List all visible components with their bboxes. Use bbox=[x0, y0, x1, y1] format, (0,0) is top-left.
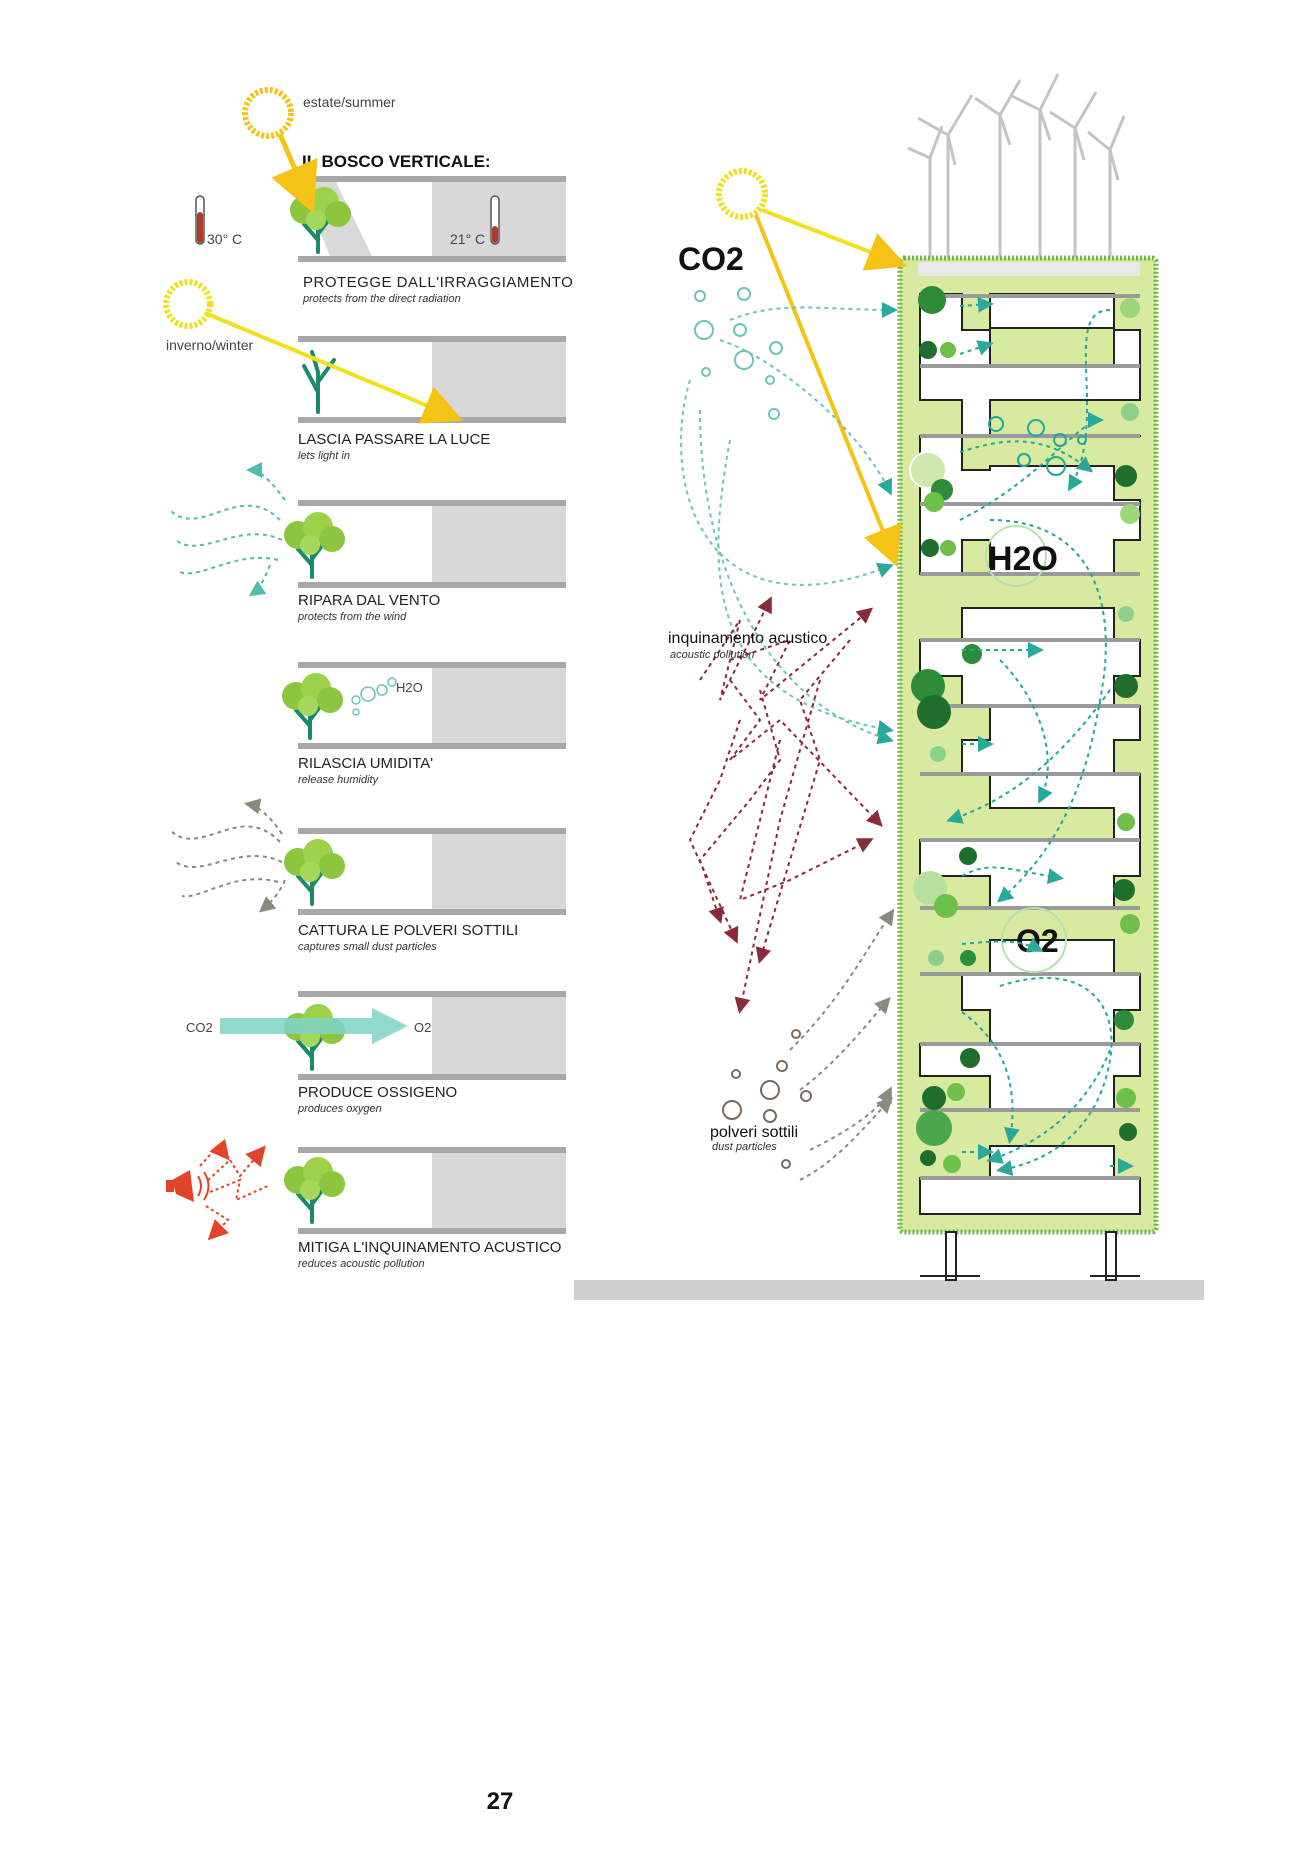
season-summer-label: estate/summer bbox=[303, 94, 396, 110]
benefit-title: MITIGA L'INQUINAMENTO ACUSTICO bbox=[298, 1239, 561, 1256]
section-6: CO2 O2 PRODUCE OSSIGENO produces oxygen bbox=[186, 991, 566, 1115]
sun-summer-icon bbox=[245, 90, 291, 136]
season-winter-label: inverno/winter bbox=[166, 337, 253, 353]
benefit-subtitle: lets light in bbox=[298, 450, 350, 462]
o2-small-label: O2 bbox=[414, 1020, 431, 1035]
benefit-title: PRODUCE OSSIGENO bbox=[298, 1084, 457, 1101]
benefit-title: RIPARA DAL VENTO bbox=[298, 592, 440, 609]
co2-small-label: CO2 bbox=[186, 1020, 213, 1035]
h2o-small-label: H2O bbox=[396, 680, 423, 695]
section-7: MITIGA L'INQUINAMENTO ACUSTICO reduces a… bbox=[166, 1146, 566, 1270]
megaphone-icon bbox=[166, 1170, 209, 1202]
section-5: CATTURA LE POLVERI SOTTILI captures smal… bbox=[170, 804, 566, 953]
section-2: LASCIA PASSARE LA LUCE lets light in bbox=[205, 313, 566, 462]
acoustic-sublabel: acoustic pollution bbox=[670, 649, 754, 661]
humidity-bubbles bbox=[352, 678, 396, 715]
acoustic-label: inquinamento acustico bbox=[668, 630, 827, 647]
page-number: 27 bbox=[0, 1788, 1000, 1816]
benefit-subtitle: reduces acoustic pollution bbox=[298, 1258, 425, 1270]
tower-h2o-label: H2O bbox=[988, 540, 1058, 578]
noise-flows bbox=[690, 600, 880, 1010]
noise-lines bbox=[200, 1146, 268, 1236]
tower-pilotis bbox=[920, 1232, 1140, 1280]
dust-lines bbox=[170, 804, 285, 910]
benefit-subtitle: captures small dust particles bbox=[298, 941, 437, 953]
tower-sun-icon bbox=[719, 171, 765, 217]
temp-outside-label: 30° C bbox=[207, 231, 242, 247]
wind-turbine-icon bbox=[908, 74, 1124, 258]
co2-flows bbox=[681, 308, 894, 741]
section-4: H2O RILASCIA UMIDITA' release humidity bbox=[282, 662, 566, 786]
tower-diagram: H2O O2 CO2 bbox=[574, 74, 1204, 1300]
ground bbox=[574, 1280, 1204, 1300]
benefit-title: RILASCIA UMIDITA' bbox=[298, 755, 433, 772]
dust-label: polveri sottili bbox=[710, 1124, 798, 1141]
benefit-subtitle: protects from the wind bbox=[297, 611, 407, 623]
diagram-title: IL BOSCO VERTICALE: bbox=[302, 152, 491, 171]
co2-bubbles bbox=[695, 288, 782, 419]
benefit-title: CATTURA LE POLVERI SOTTILI bbox=[298, 922, 518, 939]
tower-o2-label: O2 bbox=[1016, 923, 1059, 959]
benefit-subtitle: release humidity bbox=[298, 774, 380, 786]
wind-lines bbox=[170, 470, 285, 594]
temp-inside-label: 21° C bbox=[450, 231, 485, 247]
left-benefits-column: estate/summer IL BOSCO VERTICALE: 30° C … bbox=[166, 90, 573, 1270]
tower-co2-label: CO2 bbox=[678, 241, 744, 277]
benefit-subtitle: protects from the direct radiation bbox=[302, 293, 461, 305]
sun-winter-icon bbox=[166, 282, 210, 326]
benefit-subtitle: produces oxygen bbox=[297, 1103, 382, 1115]
benefit-title: PROTEGGE DALL'IRRAGGIAMENTO bbox=[303, 274, 573, 291]
section-3: RIPARA DAL VENTO protects from the wind bbox=[170, 470, 566, 623]
dust-flows bbox=[790, 912, 892, 1180]
benefit-title: LASCIA PASSARE LA LUCE bbox=[298, 431, 490, 448]
dust-sublabel: dust particles bbox=[712, 1141, 777, 1153]
